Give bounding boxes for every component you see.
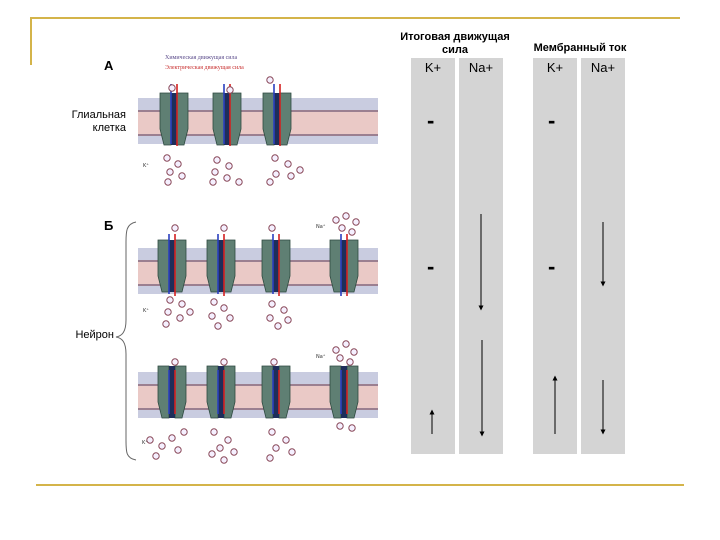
glial-cell-label: Глиальная клетка — [71, 109, 126, 134]
header-membrane-current: Мембранный ток — [533, 42, 627, 54]
neuron-membrane-upper: K⁺ Na⁺ — [138, 212, 378, 330]
neuron-channel — [206, 239, 236, 293]
ion-tag-na: Na⁺ — [316, 224, 326, 230]
neuron-channel — [206, 365, 236, 419]
frame-left-line — [30, 17, 32, 65]
neuron-channel — [329, 365, 359, 419]
glial-channel — [262, 92, 292, 146]
ion-label-na-current: Na+ — [590, 60, 616, 75]
column-driving-k — [411, 58, 455, 454]
neuron-channel — [261, 365, 291, 419]
legend-chemical-force: Химическая движущая сила — [165, 55, 238, 61]
glial-channel — [159, 92, 189, 146]
ion-label-k-current: K+ — [546, 60, 564, 75]
minus-current-k-row1: - — [548, 108, 556, 133]
neuron-label: Нейрон — [75, 329, 114, 341]
minus-driving-k-row2: - — [427, 254, 435, 279]
neuron-membrane-lower: K⁺ Na⁺ — [138, 340, 378, 464]
neuron-channel — [157, 365, 187, 419]
panel-a-label: А — [104, 58, 114, 73]
header-driving-force: Итоговая движущая сила — [400, 31, 510, 56]
legend-electrical-force: Электрическая движущая сила — [165, 65, 244, 71]
ion-tag-na: Na⁺ — [316, 354, 326, 360]
minus-current-k-row2: - — [548, 254, 556, 279]
ion-tag-k: K⁺ — [143, 163, 149, 169]
minus-driving-k-row1: - — [427, 108, 435, 133]
ion-label-k-driving: K+ — [424, 60, 442, 75]
panel-b-label: Б — [104, 218, 114, 233]
ion-tag-k: K⁺ — [143, 308, 149, 314]
glial-channel — [212, 92, 242, 146]
neuron-brace — [115, 221, 137, 461]
neuron-channel — [329, 239, 359, 293]
neuron-channel — [157, 239, 187, 293]
ion-tag-k: K⁺ — [142, 440, 148, 446]
frame-bottom-line — [36, 484, 684, 486]
glial-membrane: K⁺ — [138, 76, 378, 186]
frame-top-line — [30, 17, 680, 19]
neuron-channel — [261, 239, 291, 293]
ion-label-na-driving: Na+ — [468, 60, 494, 75]
